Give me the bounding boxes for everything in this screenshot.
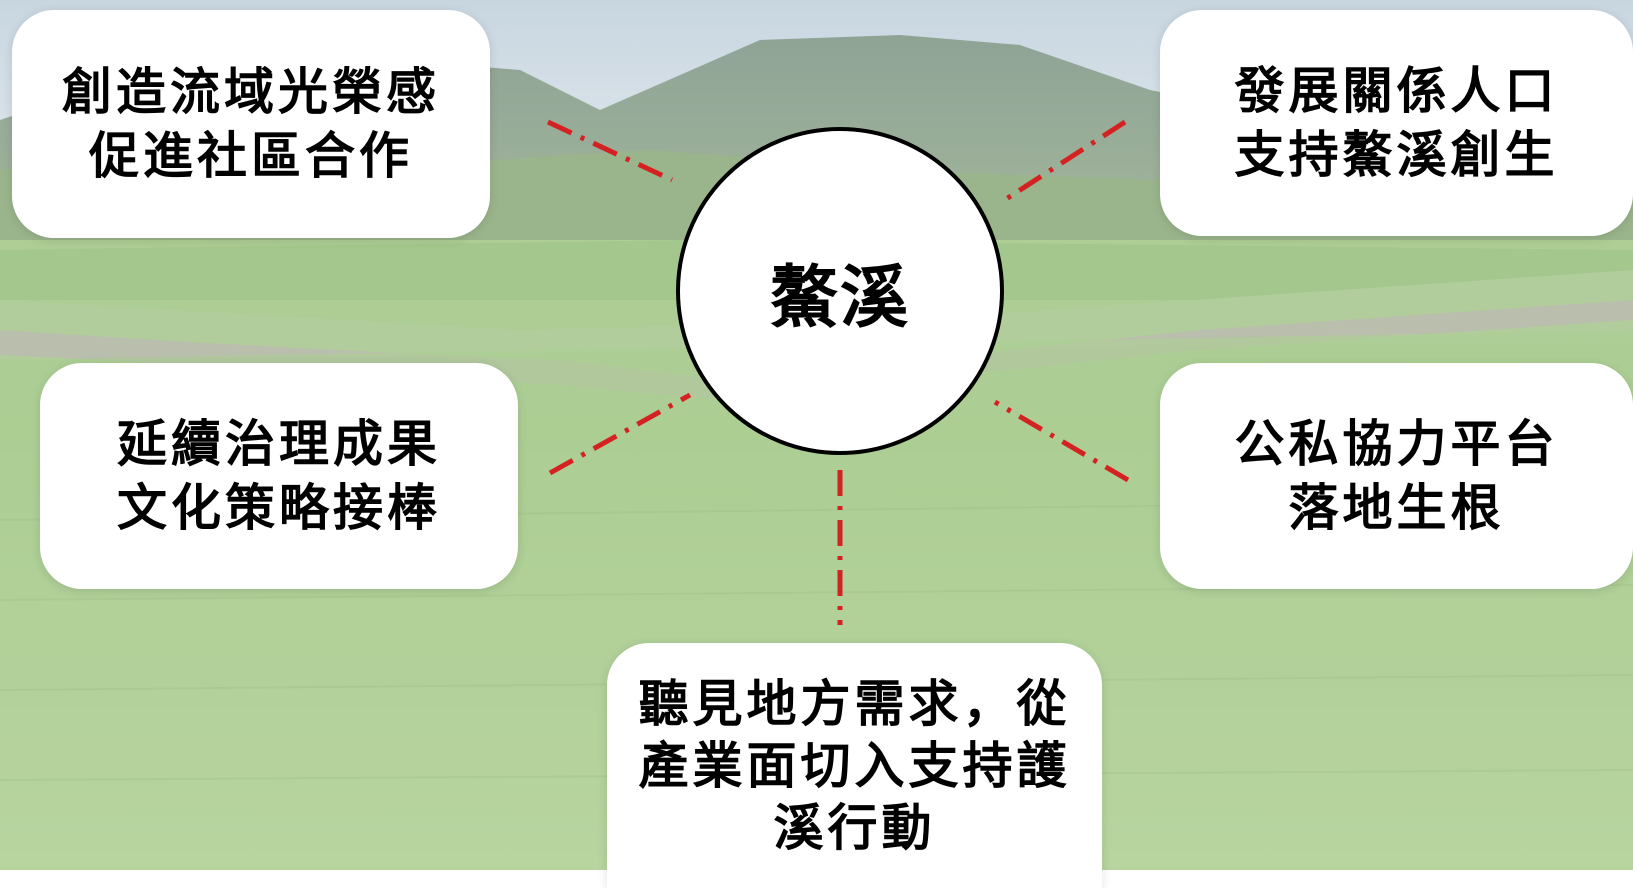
- node-text-line: 溪行動: [773, 798, 936, 857]
- node-text-line: 文化策略接棒: [117, 479, 441, 537]
- node-text-line: 支持鰲溪創生: [1234, 126, 1559, 184]
- node-text-line: 創造流域光榮感: [62, 63, 440, 121]
- connector-middle-right: [993, 399, 1130, 483]
- node-top-left: 創造流域光榮感 促進社區合作: [12, 10, 490, 238]
- connector-lines: [546, 119, 1130, 625]
- node-text-line: 落地生根: [1288, 479, 1505, 537]
- node-text-line: 產業面切入支持護: [638, 736, 1071, 795]
- node-text-line: 延續治理成果: [117, 415, 441, 473]
- node-middle-left: 延續治理成果 文化策略接棒: [40, 363, 518, 589]
- node-top-right: 發展關係人口 支持鰲溪創生: [1160, 10, 1633, 236]
- node-text-line: 公私協力平台: [1234, 415, 1559, 473]
- center-label: 鰲溪: [769, 258, 910, 338]
- node-bottom: 聽見地方需求，從 產業面切入支持護 溪行動: [607, 643, 1102, 888]
- connector-top-left: [546, 119, 674, 183]
- center-node: 鰲溪: [676, 127, 1004, 455]
- node-text-line: 促進社區合作: [89, 127, 413, 185]
- connector-middle-left: [548, 392, 692, 476]
- node-text-line: 聽見地方需求，從: [638, 674, 1071, 733]
- node-text-line: 發展關係人口: [1234, 62, 1559, 120]
- connector-top-right: [998, 119, 1127, 206]
- node-middle-right: 公私協力平台 落地生根: [1160, 363, 1633, 589]
